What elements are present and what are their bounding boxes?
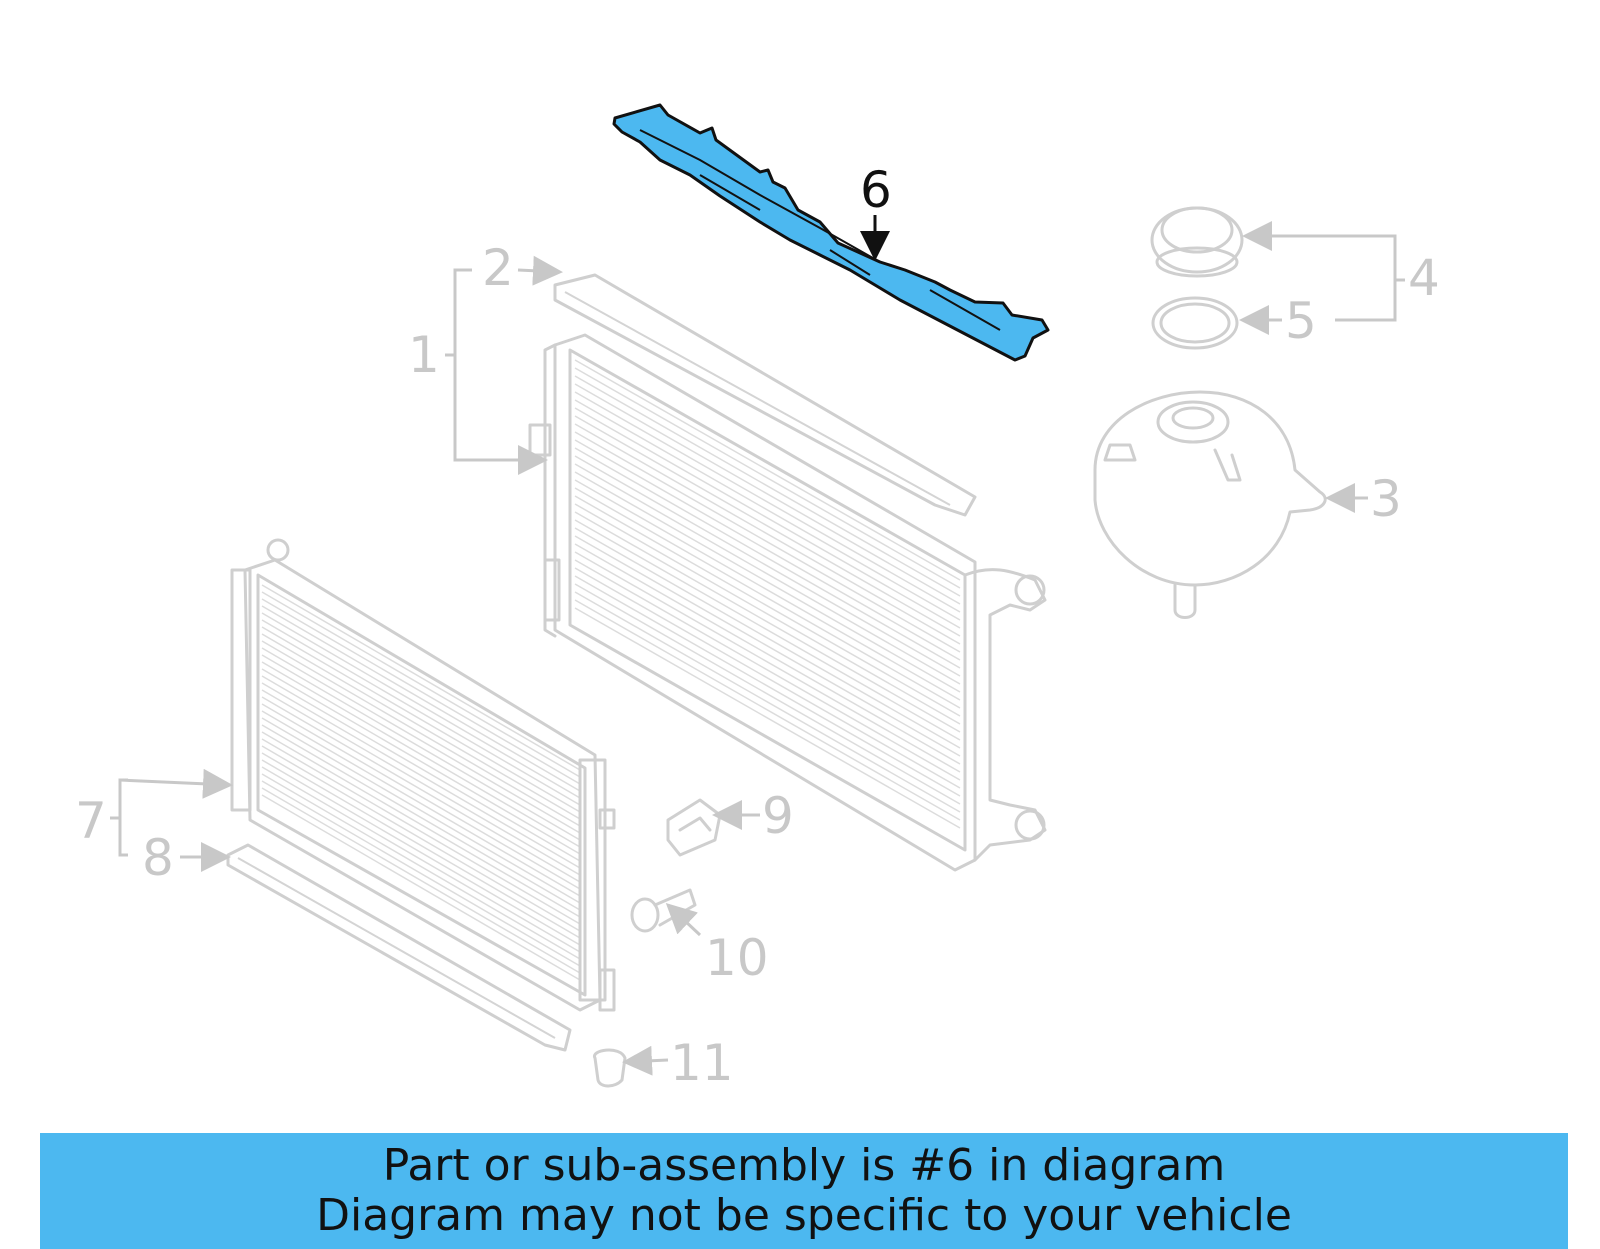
callout-5: 5 <box>1285 292 1317 350</box>
part-8-lower-seal <box>226 843 572 1052</box>
part-10-pin <box>630 888 697 933</box>
radiator-fin <box>574 407 961 629</box>
radiator-fin <box>574 463 961 685</box>
radiator-fin <box>261 717 581 904</box>
radiator-fin <box>261 675 581 862</box>
radiator-fin <box>574 591 961 813</box>
radiator-fin <box>574 359 961 581</box>
radiator-fin <box>261 780 581 967</box>
radiator-fin <box>261 773 581 960</box>
radiator-fin <box>574 519 961 741</box>
radiator-fin <box>574 415 961 637</box>
radiator-fin <box>261 647 581 834</box>
leader-lines <box>110 215 1405 1076</box>
part-4-cap <box>1150 206 1244 278</box>
radiator-fin <box>261 598 581 785</box>
radiator-fin <box>261 766 581 953</box>
radiator-fin <box>261 626 581 813</box>
radiator-fin <box>574 527 961 749</box>
radiator-fin <box>574 535 961 757</box>
radiator-fin <box>574 375 961 597</box>
radiator-fin <box>574 391 961 613</box>
radiator-fin <box>261 654 581 841</box>
part-6-upper-mount-highlighted <box>612 103 1050 362</box>
radiator-fin <box>574 399 961 621</box>
banner-line-2: Diagram may not be specific to your vehi… <box>316 1190 1292 1241</box>
radiator-fin <box>574 575 961 797</box>
radiator-fin <box>261 696 581 883</box>
radiator-fin <box>574 383 961 605</box>
callout-2: 2 <box>482 239 514 297</box>
radiator-fin <box>261 612 581 799</box>
radiator-fin <box>574 551 961 773</box>
radiator-fin <box>261 794 581 981</box>
part-5-o-ring <box>1151 296 1239 350</box>
radiator-fin <box>574 367 961 589</box>
radiator-fin <box>574 447 961 669</box>
radiator-fin <box>261 710 581 897</box>
callout-8: 8 <box>142 829 174 887</box>
radiator-fin <box>574 543 961 765</box>
radiator-fin <box>261 605 581 792</box>
radiator-fin <box>261 759 581 946</box>
part-7-auxiliary-radiator <box>230 538 616 1012</box>
callout-1: 1 <box>408 326 440 384</box>
radiator-fin <box>261 682 581 869</box>
radiator-fin <box>574 439 961 661</box>
part-2-seal-strip <box>553 273 977 517</box>
radiator-fin <box>261 752 581 939</box>
radiator-fin <box>574 599 961 821</box>
radiator-fin <box>261 619 581 806</box>
callout-7: 7 <box>75 792 107 850</box>
radiator-fin <box>574 607 961 829</box>
radiator-fin <box>574 503 961 725</box>
callout-3: 3 <box>1370 470 1402 528</box>
part-1-radiator <box>528 333 1047 872</box>
radiator-fin <box>574 583 961 805</box>
radiator-fin <box>261 584 581 771</box>
callout-10: 10 <box>705 929 769 987</box>
radiator-fin <box>574 495 961 717</box>
radiator-fin <box>261 703 581 890</box>
info-banner: Part or sub-assembly is #6 in diagram Di… <box>40 1133 1568 1249</box>
radiator-fin <box>261 731 581 918</box>
callout-4: 4 <box>1408 249 1440 307</box>
radiator-fin <box>261 745 581 932</box>
radiator-fin <box>574 559 961 781</box>
banner-line-1: Part or sub-assembly is #6 in diagram <box>382 1140 1226 1191</box>
radiator-fin <box>261 724 581 911</box>
radiator-fin <box>574 431 961 653</box>
part-9-clip <box>666 798 722 857</box>
part-3-expansion-tank <box>1093 390 1327 619</box>
radiator-fin <box>574 487 961 709</box>
radiator-fin <box>574 479 961 701</box>
callout-11: 11 <box>670 1034 734 1092</box>
radiator-fin <box>574 567 961 789</box>
radiator-fin <box>261 640 581 827</box>
callout-9: 9 <box>762 787 794 845</box>
radiator-fin <box>261 661 581 848</box>
radiator-fin <box>261 633 581 820</box>
callout-6: 6 <box>860 161 892 219</box>
radiator-fin <box>574 511 961 733</box>
radiator-fin <box>261 787 581 974</box>
radiator-fin <box>261 738 581 925</box>
part-11-grommet <box>593 1048 627 1088</box>
radiator-fin <box>574 423 961 645</box>
radiator-fin <box>574 471 961 693</box>
radiator-fin <box>261 668 581 855</box>
radiator-fin <box>261 689 581 876</box>
radiator-fin <box>261 591 581 778</box>
radiator-fin <box>574 455 961 677</box>
